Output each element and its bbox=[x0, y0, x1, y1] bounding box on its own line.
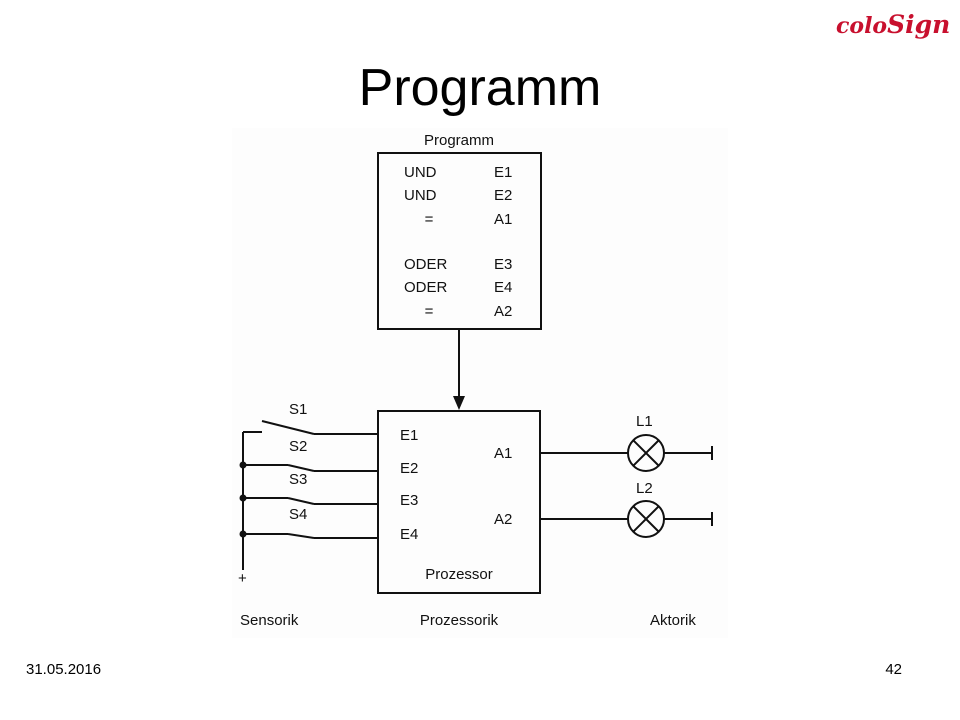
program-op: UND bbox=[404, 164, 437, 181]
processor-input: E1 bbox=[400, 427, 418, 444]
processor-output: A1 bbox=[494, 445, 512, 462]
program-operand: E3 bbox=[494, 256, 512, 273]
program-operand: A2 bbox=[494, 303, 512, 320]
program-operand: A1 bbox=[494, 211, 512, 228]
program-op: ODER bbox=[404, 256, 448, 273]
program-title: Programm bbox=[424, 132, 494, 149]
switch-s2 bbox=[287, 464, 315, 472]
processor-input: E4 bbox=[400, 526, 418, 543]
processor-box bbox=[377, 410, 541, 594]
plus-sign: + bbox=[238, 570, 247, 587]
switch-label: S3 bbox=[289, 471, 307, 488]
program-operand: E4 bbox=[494, 279, 512, 296]
colosign-logo: coloSign bbox=[836, 10, 951, 39]
switch-s4 bbox=[287, 533, 315, 539]
processor-input: E3 bbox=[400, 492, 418, 509]
slide-title: Programm bbox=[358, 59, 602, 117]
program-op: ODER bbox=[404, 279, 448, 296]
switch-label: S1 bbox=[289, 401, 307, 418]
slide-date: 31.05.2016 bbox=[26, 661, 102, 678]
processor-label: Prozessor bbox=[425, 566, 493, 583]
slide-page-number: 42 bbox=[885, 661, 902, 678]
program-op: = bbox=[425, 303, 434, 320]
plc-diagram-svg: Programm UND E1 UND E2 = A1 ODER E3 ODER… bbox=[238, 132, 713, 629]
program-op: UND bbox=[404, 187, 437, 204]
switch-s3 bbox=[287, 497, 315, 505]
section-label: Sensorik bbox=[240, 612, 299, 629]
program-box bbox=[377, 152, 542, 330]
program-op: = bbox=[425, 211, 434, 228]
program-operand: E2 bbox=[494, 187, 512, 204]
switch-label: S2 bbox=[289, 438, 307, 455]
processor-input: E2 bbox=[400, 460, 418, 477]
section-label: Aktorik bbox=[650, 612, 696, 629]
lamp-label: L2 bbox=[636, 480, 653, 497]
plc-diagram: Programm UND E1 UND E2 = A1 ODER E3 ODER… bbox=[232, 128, 728, 638]
switch-label: S4 bbox=[289, 506, 307, 523]
switch-s1 bbox=[261, 420, 315, 435]
lamp-label: L1 bbox=[636, 413, 653, 430]
program-operand: E1 bbox=[494, 164, 512, 181]
processor-output: A2 bbox=[494, 511, 512, 528]
section-label: Prozessorik bbox=[420, 612, 499, 629]
